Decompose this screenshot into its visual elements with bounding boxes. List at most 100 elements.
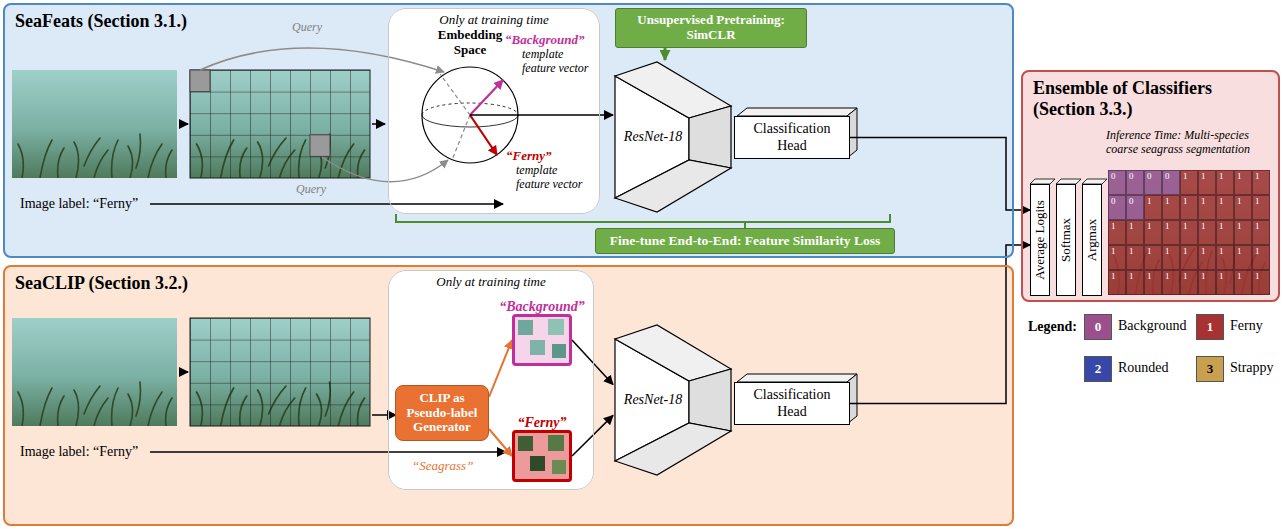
generator-box: CLIP as Pseudo-label Generator [395,385,489,441]
connector-arrow [850,138,1030,211]
segmentation-cell: 1 [1126,245,1144,270]
segmentation-cell: 1 [1180,220,1198,245]
segmentation-cell: 1 [1234,270,1252,295]
segmentation-cell: 0 [1126,195,1144,220]
segmentation-cell: 1 [1144,195,1162,220]
segmentation-cell: 1 [1108,220,1126,245]
class-label: “Background” [505,32,584,48]
feature-line [470,114,600,116]
region-fill [388,270,594,490]
prompt-label: “Seagrass” [412,458,473,474]
segmentation-cell: 1 [1252,195,1270,220]
layer-box: Softmax [1056,184,1076,296]
segmentation-cell: 1 [1216,245,1234,270]
swatch-number: 1 [1196,314,1224,340]
illustration-detail [190,318,370,426]
node-text: CLIP as Pseudo-label Generator [400,391,484,436]
segmentation-cell: 0 [1108,170,1126,195]
pretrain-box: Unsupervised Pretraining: SimCLR [615,8,807,48]
patch-grid [190,318,370,426]
segmentation-cell: 1 [1144,245,1162,270]
connector-arrow [489,340,512,397]
loss-box: Fine-tune End-to-End: Feature Similarity… [595,228,895,254]
segmentation-cell: 1 [1162,195,1180,220]
space-label: Embedding Space [430,28,510,58]
segmentation-cell: 1 [1180,245,1198,270]
flow-arrow [372,414,396,416]
flow-arrow [372,123,385,125]
label-arrow [150,203,503,205]
segmentation-cell: 1 [1144,220,1162,245]
patch-grid [190,70,370,178]
illustration-detail [548,435,564,451]
illustration-detail [548,319,564,335]
node-text: Classification Head [739,121,845,153]
illustration-detail [518,436,533,451]
layer-box: Average Logits [1030,184,1050,296]
layer-box: Argmax [1082,184,1102,296]
image-label: Image label: “Ferny” [20,196,138,212]
flow-arrow [179,371,188,373]
segmentation-cell: 1 [1126,270,1144,295]
node-text: Argmax [1084,219,1100,261]
head-face [737,108,857,116]
image-label: Image label: “Ferny” [20,444,138,460]
segmentation-cell: 1 [1126,220,1144,245]
segmentation-cell: 1 [1216,220,1234,245]
node-text: Ensemble of Classifiers (Section 3.3.) [1033,78,1268,119]
segmentation-cell: 1 [1180,270,1198,295]
illustration-detail [310,135,330,157]
training-region: Only at training timeCLIP as Pseudo-labe… [388,270,594,490]
swatch-number: 0 [1084,314,1112,340]
segmentation-cell: 1 [1234,195,1252,220]
panel-fill [3,3,1014,258]
illustration-detail [552,344,566,358]
connector-arrow [600,114,613,116]
segmentation-cell: 1 [1108,270,1126,295]
illustration-detail [512,430,572,482]
background-patches [512,314,572,366]
template-vector [470,80,503,115]
node-text: Unsupervised Pretraining: SimCLR [620,13,802,43]
ferny-patches [512,430,572,482]
panel-fill [3,265,1014,526]
node-text: ResNet-18 [617,129,689,145]
swatch-number: 3 [1196,356,1224,382]
segmentation-cell: 1 [1234,170,1252,195]
segmentation-cell: 1 [1180,170,1198,195]
node-text: Classification Head [739,387,845,419]
flow-arrow [179,123,188,125]
sphere-equator [422,103,518,115]
segmentation-cell: 1 [1216,270,1234,295]
illustration-detail [190,70,370,178]
legend-text: Rounded [1118,360,1169,376]
swatch-number: 2 [1084,356,1112,382]
illustration-detail [530,340,545,355]
legend-text: Background [1118,318,1186,334]
segmentation-cell: 0 [1108,195,1126,220]
illustration-detail [518,320,533,335]
illustration-detail [552,460,566,474]
panel-fill [1021,70,1280,302]
patch-box: “Background” [512,314,572,366]
illustration-detail [530,456,545,471]
illustration-detail [512,314,572,366]
loss-bracket [396,214,890,228]
seagrass-photo [12,318,177,426]
node-text: ResNet-18 [617,392,689,408]
backbone-prism: ResNet-18 [613,323,733,477]
query-arrow [200,48,444,72]
segmentation-cell: 1 [1252,170,1270,195]
segmentation-cell: 1 [1162,220,1180,245]
node-text: Average Logits [1032,200,1048,280]
vector-label: template feature vector [516,164,590,192]
legend-title: Legend: [1028,319,1077,335]
node-text: “Background” [499,299,585,315]
segmentation-cell: 1 [1198,170,1216,195]
panel: SeaCLIP (Section 3.2.)Only at training t… [3,265,1014,526]
node-text: Softmax [1058,218,1074,262]
segmentation-cell: 1 [1234,245,1252,270]
connector-arrow [489,429,512,456]
query-vector [440,74,470,115]
segmentation-photo [1108,170,1270,295]
